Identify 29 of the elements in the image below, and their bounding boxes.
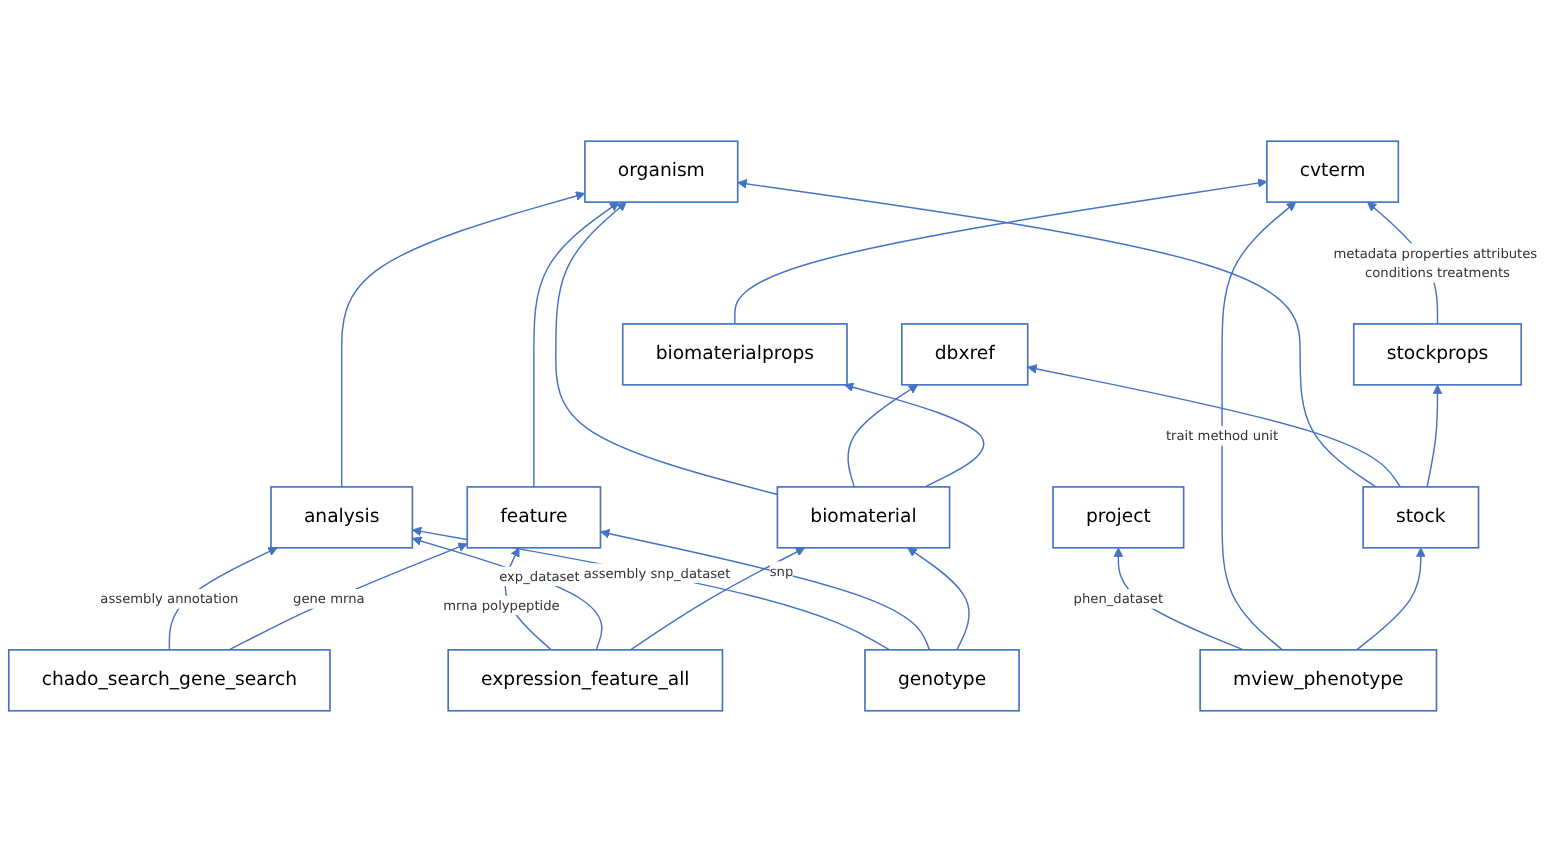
node-box: organism	[584, 140, 739, 203]
node-box: biomaterialprops	[621, 323, 848, 386]
node-box: biomaterial	[776, 486, 951, 549]
arrow	[629, 547, 806, 651]
node-box: project	[1052, 486, 1185, 549]
arrow	[533, 201, 620, 488]
node-box: stock	[1362, 486, 1480, 549]
arrow	[1426, 384, 1443, 488]
node-box: mview_phenotype	[1199, 649, 1438, 712]
arrow	[600, 529, 931, 651]
arrow	[228, 542, 468, 651]
arrow	[1027, 364, 1402, 488]
node-box: chado_search_gene_search	[7, 649, 331, 712]
arrow	[340, 191, 586, 488]
arrow	[555, 201, 779, 496]
node-box: stockprops	[1352, 323, 1523, 386]
arrow	[847, 384, 919, 488]
arrow	[737, 179, 1377, 488]
node-box: cvterm	[1266, 140, 1400, 203]
arrow	[734, 178, 1268, 325]
arrow	[907, 547, 970, 651]
node-box: dbxref	[901, 323, 1029, 386]
arrow	[1355, 547, 1426, 651]
node-box: expression_feature_all	[447, 649, 724, 712]
node-box: genotype	[864, 649, 1020, 712]
arrow	[844, 382, 985, 488]
node-box: analysis	[270, 486, 414, 549]
node-box: feature	[466, 486, 602, 549]
arrow	[1221, 201, 1297, 651]
